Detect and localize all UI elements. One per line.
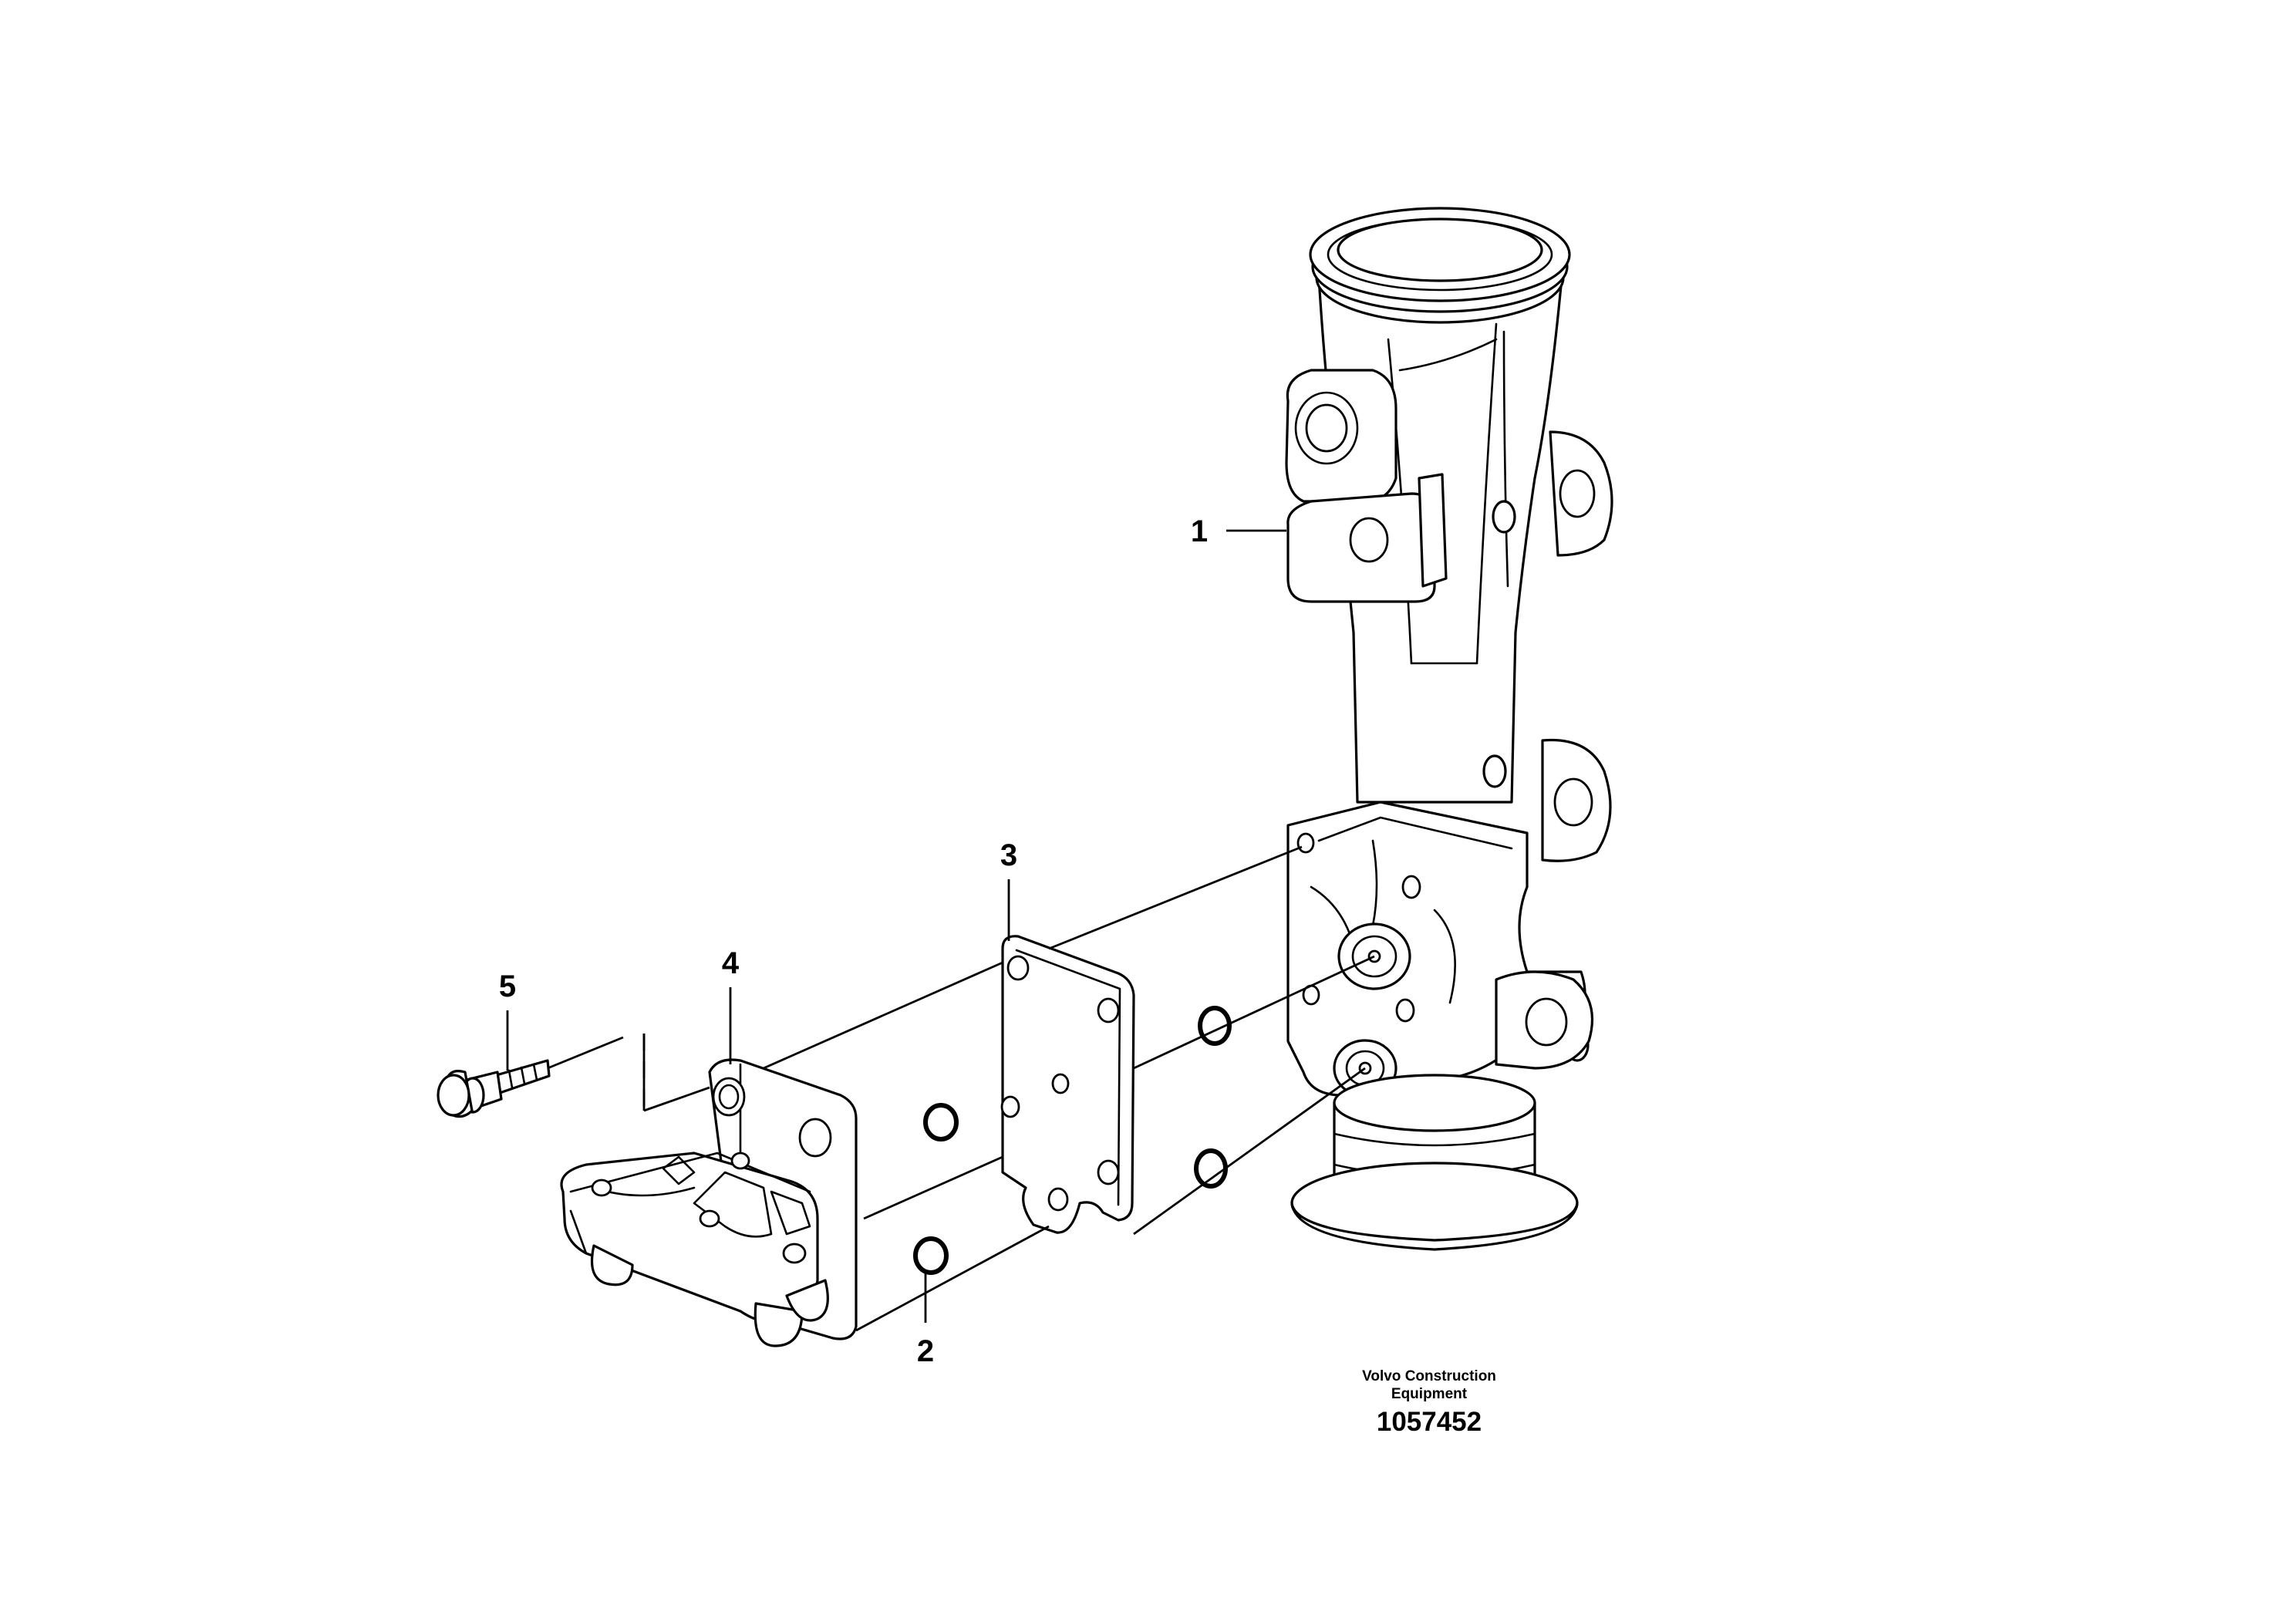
flange-bolt-part-5	[437, 1059, 551, 1118]
company-name-line-1: Volvo Construction	[1362, 1368, 1496, 1384]
assembly-lines	[547, 845, 1375, 1332]
callout-3: 3	[1000, 838, 1017, 872]
company-name-line-2: Equipment	[1391, 1386, 1468, 1402]
cover-plate-part-3	[1000, 935, 1135, 1234]
valve-block-part-4	[560, 1058, 858, 1347]
o-rings-part-2	[913, 1006, 1232, 1275]
callout-4: 4	[722, 946, 740, 980]
drawing-number: 1057452	[1377, 1407, 1482, 1437]
axle-housing-part-1	[1285, 207, 1613, 1251]
callout-5: 5	[499, 969, 516, 1003]
callout-leaders	[506, 529, 1286, 1323]
callout-2: 2	[917, 1334, 934, 1368]
callout-1: 1	[1191, 514, 1208, 548]
